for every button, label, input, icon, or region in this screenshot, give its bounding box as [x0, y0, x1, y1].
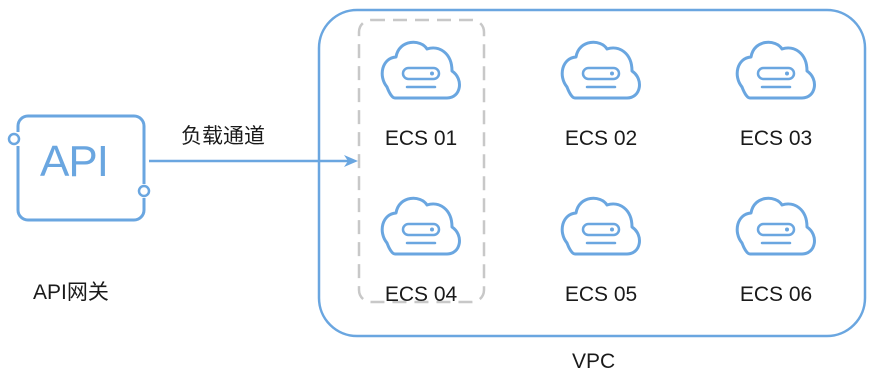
cloud-server-icon	[380, 196, 461, 256]
ecs-label-01: ECS 01	[384, 127, 458, 150]
cloud-server-icon	[560, 40, 641, 100]
api-icon-text: API	[40, 137, 109, 186]
cloud-server-icon	[560, 196, 641, 256]
load-channel-arrow	[149, 155, 358, 167]
cloud-server-icon	[735, 196, 816, 256]
api-gateway-label: API网关	[33, 281, 109, 304]
load-channel-label: 负载通道	[181, 125, 265, 148]
ecs-label-03: ECS 03	[739, 127, 813, 150]
vpc-label: VPC	[572, 350, 616, 373]
ecs-label-04: ECS 04	[384, 283, 458, 306]
vpc-boundary	[317, 8, 867, 338]
ecs-label-02: ECS 02	[564, 127, 638, 150]
ecs-label-05: ECS 05	[564, 283, 638, 306]
ecs-label-06: ECS 06	[739, 283, 813, 306]
api-gateway-icon	[7, 114, 151, 222]
cloud-server-icon	[380, 40, 461, 100]
cloud-server-icon	[735, 40, 816, 100]
ecs-group-dashed-box	[357, 18, 486, 304]
